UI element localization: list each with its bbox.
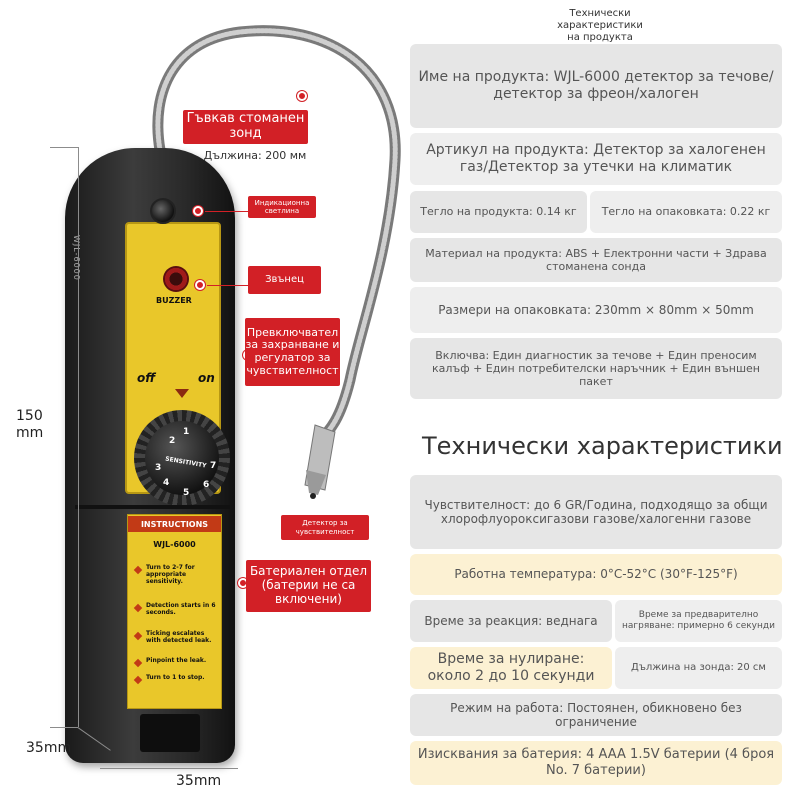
dial-number: 1 <box>183 427 190 437</box>
battery-door <box>140 714 200 752</box>
callout-dot <box>297 91 307 101</box>
width-dimension-line <box>100 768 238 769</box>
instruction-step: Turn to 2-7 for appropriate sensitivity. <box>146 564 195 585</box>
callout-probe: Гъвкав стоманен зонд <box>183 110 308 144</box>
probe-tip <box>304 424 336 499</box>
dial-number: 5 <box>183 488 190 498</box>
instructions-model: WJL-6000 <box>153 540 196 549</box>
tech-probe-length: Дължина на зонда: 20 см <box>615 647 782 689</box>
spec-material: Материал на продукта: ABS + Електронни ч… <box>410 238 782 282</box>
tech-preheat: Време за предварително нагряване: пример… <box>615 600 782 642</box>
dial-number: 4 <box>163 478 170 488</box>
dial-number: 2 <box>169 436 176 446</box>
spec-package-dims: Размери на опаковката: 230mm × 80mm × 50… <box>410 287 782 333</box>
dimension-tick <box>50 147 78 148</box>
callout-connector <box>242 583 246 584</box>
spec-includes: Включва: Един диагностик за течове + Еди… <box>410 338 782 399</box>
off-label: off <box>137 371 156 385</box>
device-side-text: WJL-6000 <box>72 235 81 281</box>
indicator-light <box>150 198 176 224</box>
instructions-panel <box>127 514 222 709</box>
callout-connector <box>207 285 249 286</box>
tech-mode: Режим на работа: Постоянен, обикновено б… <box>410 694 782 736</box>
instruction-step: Detection starts in 6 seconds. <box>146 602 216 616</box>
callout-dot <box>195 280 205 290</box>
tech-reset: Време за нулиране: около 2 до 10 секунди <box>410 647 612 689</box>
tech-section-title: Технически характеристики <box>422 432 783 460</box>
instruction-step: Turn to 1 to stop. <box>146 674 205 681</box>
tech-battery: Изисквания за батерия: 4 AAA 1.5V батери… <box>410 741 782 785</box>
height-label: 150 mm <box>16 408 44 441</box>
height-dimension-line <box>78 147 79 727</box>
spec-product-name: Име на продукта: WJL-6000 детектор за те… <box>410 44 782 128</box>
spec-article: Артикул на продукта: Детектор за халоген… <box>410 133 782 185</box>
tech-temperature: Работна температура: 0°C-52°C (30°F-125°… <box>410 554 782 595</box>
callout-dot <box>193 206 203 216</box>
tech-response: Време за реакция: веднага <box>410 600 612 642</box>
depth-label: 35mm <box>26 740 72 756</box>
dial-number: 3 <box>155 463 162 473</box>
dial-face <box>145 421 219 495</box>
battery-compartment-seam <box>75 505 230 509</box>
callout-connector <box>205 211 249 212</box>
spec-package-weight: Тегло на опаковката: 0.22 кг <box>590 191 782 233</box>
dial-number: 7 <box>210 461 217 471</box>
on-label: on <box>198 371 215 385</box>
buzzer-hole <box>163 266 189 292</box>
dial-pointer-icon <box>175 389 189 398</box>
dial-number: 6 <box>203 480 210 490</box>
spec-weight: Тегло на продукта: 0.14 кг <box>410 191 587 233</box>
instructions-heading: INSTRUCTIONS <box>128 516 221 532</box>
callout-indicator: Индикационна светлина <box>248 196 316 218</box>
tech-sensitivity: Чувствителност: до 6 GR/Година, подходящ… <box>410 475 782 549</box>
instruction-step: Pinpoint the leak. <box>146 657 207 664</box>
callout-battery: Батериален отдел (батерии не са включени… <box>246 560 371 612</box>
callout-switch: Превключвател за захранване и регулатор … <box>245 318 340 386</box>
buzzer-label: BUZZER <box>156 296 192 305</box>
callout-probe-length: Дължина: 200 мм <box>203 149 307 162</box>
width-label: 35mm <box>176 773 222 789</box>
dimension-tick <box>50 727 78 728</box>
instruction-step: Ticking escalates with detected leak. <box>146 630 212 644</box>
callout-detector: Детектор за чувствителност <box>281 515 369 540</box>
page-title: Технически характеристики на продукта <box>557 8 643 43</box>
callout-buzzer: Звънец <box>248 266 321 294</box>
